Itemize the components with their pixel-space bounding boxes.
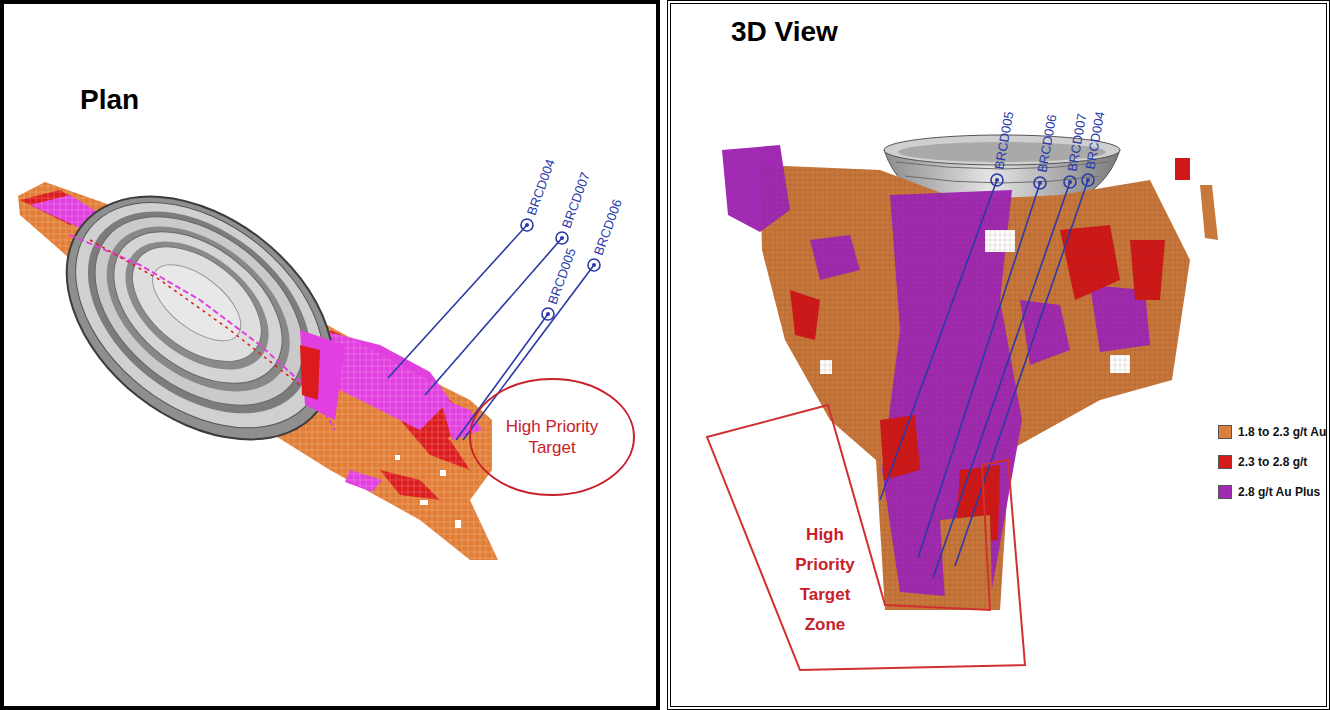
drillhole-label: BRCD005 [545, 246, 579, 306]
target-circle: High Priority Target [469, 378, 635, 496]
3d-collar-dots [995, 178, 1090, 185]
legend-swatch [1218, 485, 1232, 499]
target-label-text: High Priority Target [496, 416, 608, 458]
legend-swatch [1218, 425, 1232, 439]
drillhole-label: BRCD007 [559, 170, 593, 230]
drillhole-label: BRCD006 [591, 197, 625, 257]
target-zone-outline [707, 400, 1032, 675]
plan-drillholes [388, 219, 600, 440]
target-zone-label: High Priority Target Zone [775, 520, 875, 640]
drillhole-label: BRCD005 [992, 110, 1017, 170]
plan-orebody-east [300, 330, 345, 420]
3d-view-panel: 3D ViewHigh Priority Target Zone [667, 0, 1330, 710]
plan-pit [20, 147, 380, 489]
target-zone-text: High Priority Target Zone [775, 520, 875, 640]
drillhole-label: BRCD004 [524, 157, 558, 217]
pit-ore-trace [70, 235, 335, 430]
legend-text: 1.8 to 2.3 g/t Au [1238, 425, 1326, 439]
plan-orebody-east [300, 345, 320, 400]
target-circle-shape [470, 379, 634, 495]
3d-drillholes [880, 174, 1094, 578]
legend-swatch [1218, 455, 1232, 469]
panel-title: 3D View [731, 16, 838, 48]
pit-ore-trace [90, 240, 300, 385]
legend-text: 2.3 to 2.8 g/t [1238, 455, 1307, 469]
3d-orebody [722, 145, 1218, 610]
plan-panel: PlanHigh Priority Target [0, 0, 660, 710]
target-circle-outline [469, 378, 635, 496]
target-zone-shape [707, 405, 1025, 670]
target-label: High Priority Target [496, 416, 608, 458]
legend-text: 2.8 g/t Au Plus [1238, 485, 1320, 499]
plan-collar-dots [525, 223, 596, 316]
target-zone-polygon: High Priority Target Zone [707, 400, 1032, 675]
panel-title: Plan [80, 84, 139, 116]
drillhole-label: BRCD006 [1035, 113, 1060, 173]
